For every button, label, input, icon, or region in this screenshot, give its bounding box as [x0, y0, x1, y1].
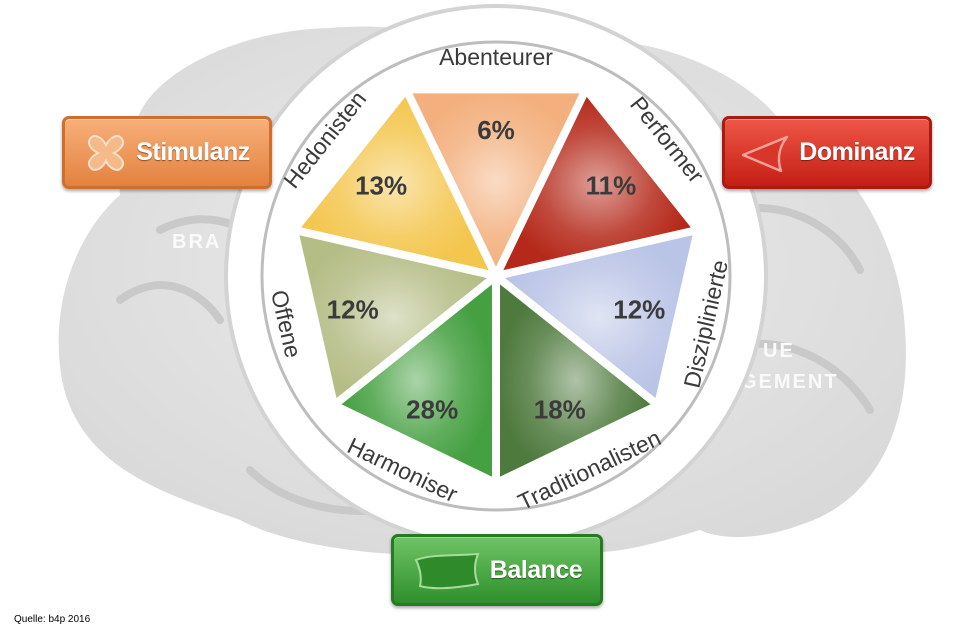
pie-slice-shade: [299, 95, 491, 272]
pie-slice-shade: [502, 233, 694, 400]
value-label: 13%: [355, 170, 407, 200]
stimulanz-label: Stimulanz: [136, 138, 250, 166]
balance-badge: Balance: [391, 534, 603, 606]
background-text: GEMENT: [741, 371, 839, 393]
value-label: 12%: [327, 295, 379, 325]
flag-icon: [414, 552, 480, 590]
background-text: UE: [763, 340, 795, 362]
value-label: 12%: [613, 295, 665, 325]
stimulanz-badge: Stimulanz: [62, 116, 272, 189]
dominanz-label: Dominanz: [799, 138, 915, 166]
ring-label-abenteurer: Abenteurer: [439, 44, 553, 70]
pie-shading: [298, 92, 694, 479]
x-shape-icon: [88, 134, 125, 171]
value-label: 6%: [477, 115, 515, 145]
pie-slice-shade: [298, 233, 490, 400]
inner-ring: [260, 40, 732, 512]
value-label: 18%: [534, 394, 586, 424]
background-text: BRA: [172, 231, 221, 253]
value-label: 11%: [586, 170, 637, 200]
dominanz-badge: Dominanz: [722, 116, 932, 189]
value-label: 28%: [406, 394, 458, 424]
source-note: Quelle: b4p 2016: [14, 614, 91, 625]
pie-slice-shade: [411, 92, 581, 270]
pie-slice-shade: [339, 282, 493, 479]
arrowhead-icon: [742, 135, 789, 172]
balance-label: Balance: [489, 555, 583, 584]
pie-slice-shade: [501, 95, 693, 272]
pie-slice-shade: [499, 282, 653, 479]
value-labels: 6% 11% 12% 18% 28% 12% 13%: [327, 115, 666, 424]
pie-center: [490, 270, 502, 282]
